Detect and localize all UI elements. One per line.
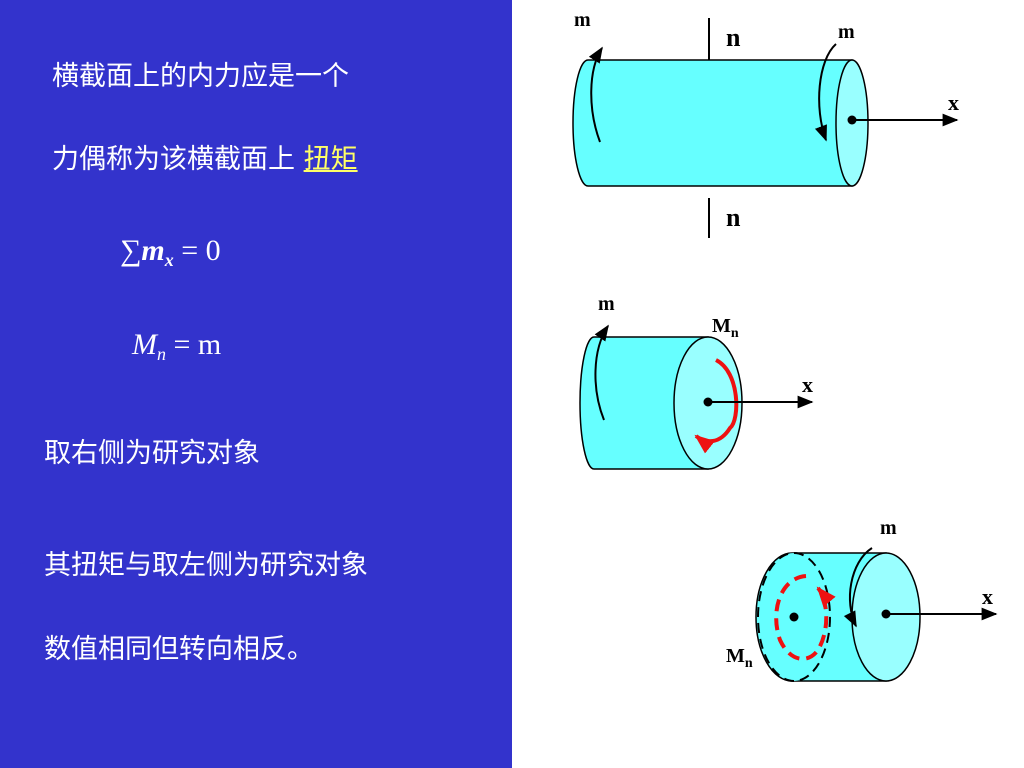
moment-arrow-right [814,43,837,142]
mn-subscript: n [157,344,166,364]
sum-subscript: x [164,250,174,270]
statement-line-1: 横截面上的内力应是一个 [52,61,349,92]
moment-label-right: m [838,21,855,43]
sum-symbol: ∑ [120,234,142,267]
text-panel: 横截面上的内力应是一个 力偶称为该横截面上 扭矩 ∑mx = 0 Mn = m … [0,0,512,768]
left-segment-figure: Mn m x [726,517,998,682]
torque-equation: Mn = m [132,328,222,364]
statement-line-4: 其扭矩与取左侧为研究对象 [44,550,368,581]
moment-label: m [880,517,897,539]
full-shaft-body [572,59,853,187]
internal-torque-arrow [774,574,836,661]
x-axis-label: x [982,584,993,609]
sum-rhs: = 0 [181,234,221,267]
full-shaft-figure: n n m m x [572,9,959,238]
x-axis-label: x [802,372,813,397]
x-axis-label: x [948,90,959,115]
equilibrium-equation: ∑mx = 0 [120,234,221,270]
internal-torque-label: Mn [726,645,753,671]
section-label-bottom: n [726,203,741,232]
moment-arrow [843,547,873,628]
internal-torque-label: Mn [712,315,739,341]
moment-label-left: m [574,9,591,31]
mn-rhs: = m [173,328,222,361]
section-label-top: n [726,23,741,52]
statement-line-2: 力偶称为该横截面上 扭矩 [52,146,358,173]
right-segment-figure: m Mn x [579,293,814,470]
statement-line-3: 取右侧为研究对象 [44,438,260,469]
axis-origin-dot-left [789,612,799,622]
internal-torque-arrow [694,358,739,454]
moment-label: m [598,293,615,315]
right-segment-body [579,336,709,470]
mn-variable: M [132,328,157,361]
moment-arrow [594,324,609,421]
statement-line-2-prefix: 力偶称为该横截面上 [52,144,295,175]
sum-variable: m [141,234,165,267]
statement-line-5: 数值相同但转向相反。 [44,634,314,665]
moment-arrow-left [588,46,603,143]
torque-term: 扭矩 [303,144,358,175]
